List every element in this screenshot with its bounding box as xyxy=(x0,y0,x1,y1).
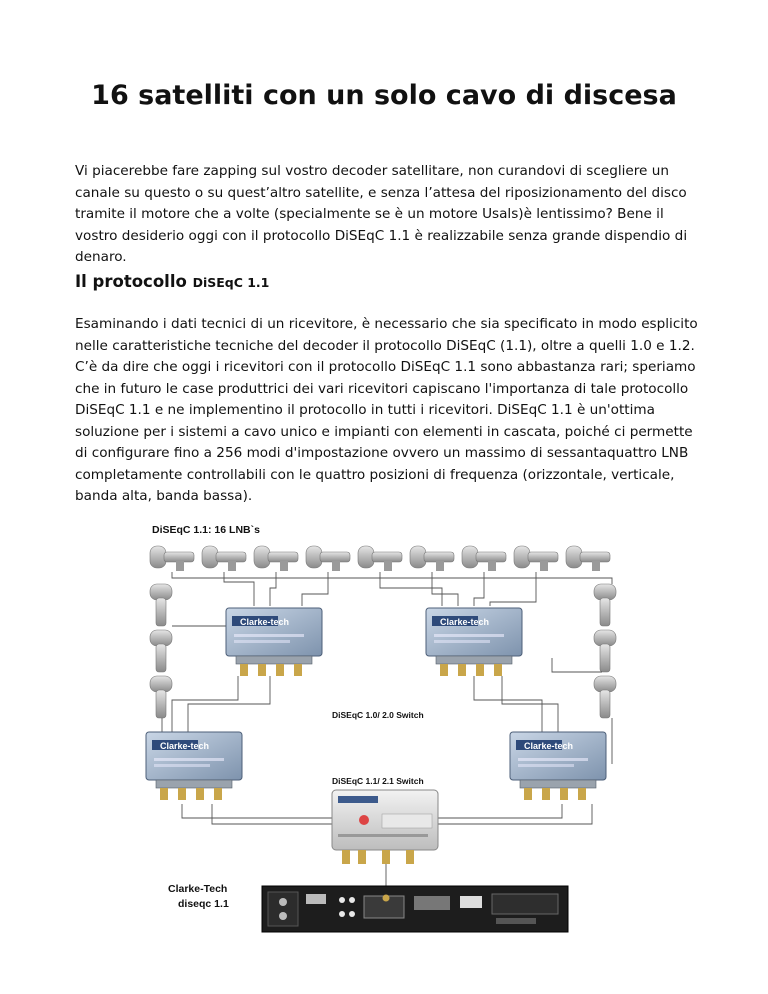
diseqc-1-0-switch-bottom-right: Clarke-tech xyxy=(509,731,607,801)
section-heading-protocol: DiSEqC 1.1 xyxy=(192,275,270,290)
lnb-column-right xyxy=(593,583,617,719)
switch-brand: Clarke-tech xyxy=(524,741,573,751)
page-title: 16 satelliti con un solo cavo di discesa xyxy=(91,80,677,111)
diseqc-1-1-switch xyxy=(331,789,439,864)
switch-brand: Clarke-tech xyxy=(240,617,289,627)
receiver-label-protocol: diseqc 1.1 xyxy=(178,898,229,910)
body-paragraph: Esaminando i dati tecnici di un ricevito… xyxy=(75,316,698,504)
diseqc-1-0-switch-top-left: Clarke-tech xyxy=(225,607,323,677)
switch-1-0-label: DiSEqC 1.0/ 2.0 Switch xyxy=(332,710,424,720)
diagram-title: DiSEqC 1.1: 16 LNB`s xyxy=(152,524,260,536)
switch-brand: Clarke-tech xyxy=(160,741,209,751)
switch-brand: Clarke-tech xyxy=(440,617,489,627)
receiver-back-panel xyxy=(261,885,569,933)
lnb-column-left xyxy=(149,583,173,719)
receiver-label-brand: Clarke-Tech xyxy=(168,883,227,895)
section-heading: Il protocollo DiSEqC 1.1 xyxy=(75,272,269,291)
intro-paragraph: Vi piacerebbe fare zapping sul vostro de… xyxy=(75,163,688,265)
switch-1-1-label: DiSEqC 1.1/ 2.1 Switch xyxy=(332,776,424,786)
diseqc-1-0-switch-bottom-left: Clarke-tech xyxy=(145,731,243,801)
lnb-row-top xyxy=(149,545,611,572)
cable-wiring xyxy=(161,572,613,890)
diseqc-1-0-switch-top-right: Clarke-tech xyxy=(425,607,523,677)
section-heading-text: Il protocollo xyxy=(75,272,193,291)
diseqc-diagram: DiSEqC 1.1: 16 LNB`s xyxy=(145,524,617,933)
